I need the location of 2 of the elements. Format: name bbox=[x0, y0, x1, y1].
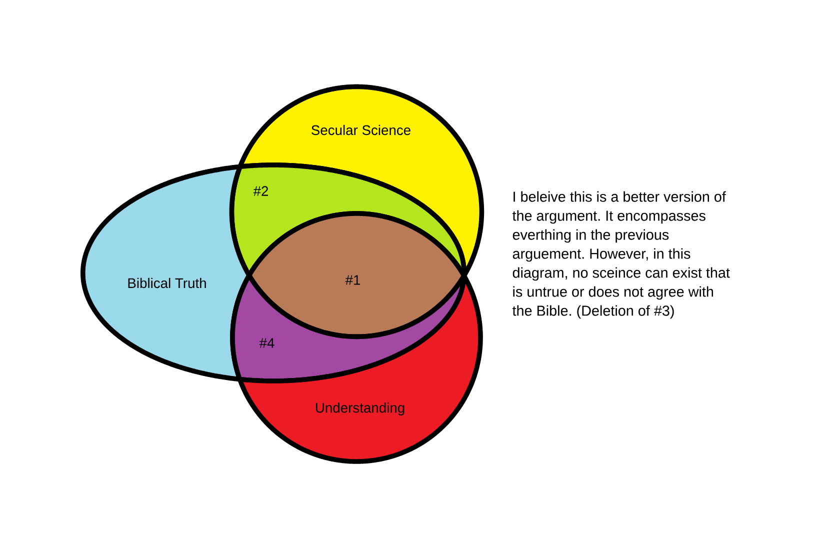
note-text: I beleive this is a better version of the argument. It encompasses everthing in the previous arguement. However, in this diagram, no sceince can exist that is untrue or does not agree with the Bible. (Deletion of #3) bbox=[512, 191, 730, 319]
overlap-region: #1 bbox=[246, 211, 466, 340]
